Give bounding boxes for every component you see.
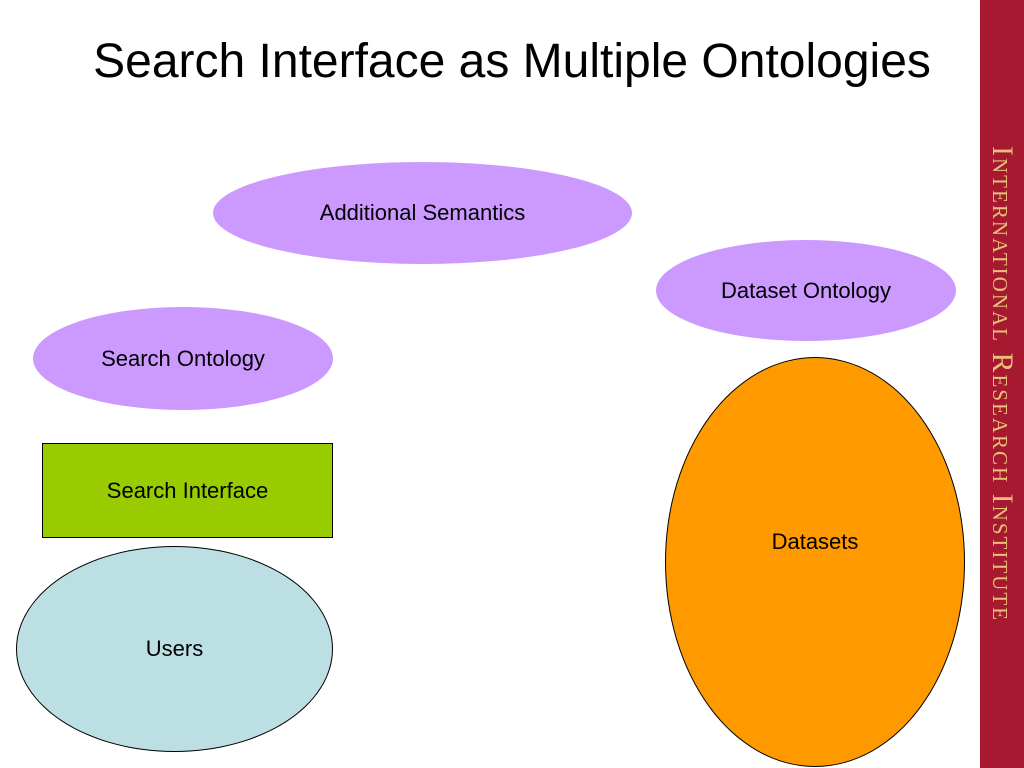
institute-name: International Research Institute [986,146,1019,622]
dataset-ontology-label: Dataset Ontology [721,277,891,303]
search-ontology-label: Search Ontology [101,345,265,371]
additional-semantics-node: Additional Semantics [213,162,632,264]
dataset-ontology-node: Dataset Ontology [656,240,956,341]
slide-title: Search Interface as Multiple Ontologies [93,35,931,88]
search-interface-node: Search Interface [42,443,333,538]
datasets-node: Datasets [665,357,965,767]
additional-semantics-label: Additional Semantics [319,200,526,225]
datasets-label: Datasets [771,529,859,554]
institute-sidebar: International Research Institute [980,0,1024,768]
search-interface-label: Search Interface [106,477,269,503]
users-label: Users [145,636,204,661]
search-ontology-node: Search Ontology [33,307,333,410]
users-node: Users [16,546,333,752]
